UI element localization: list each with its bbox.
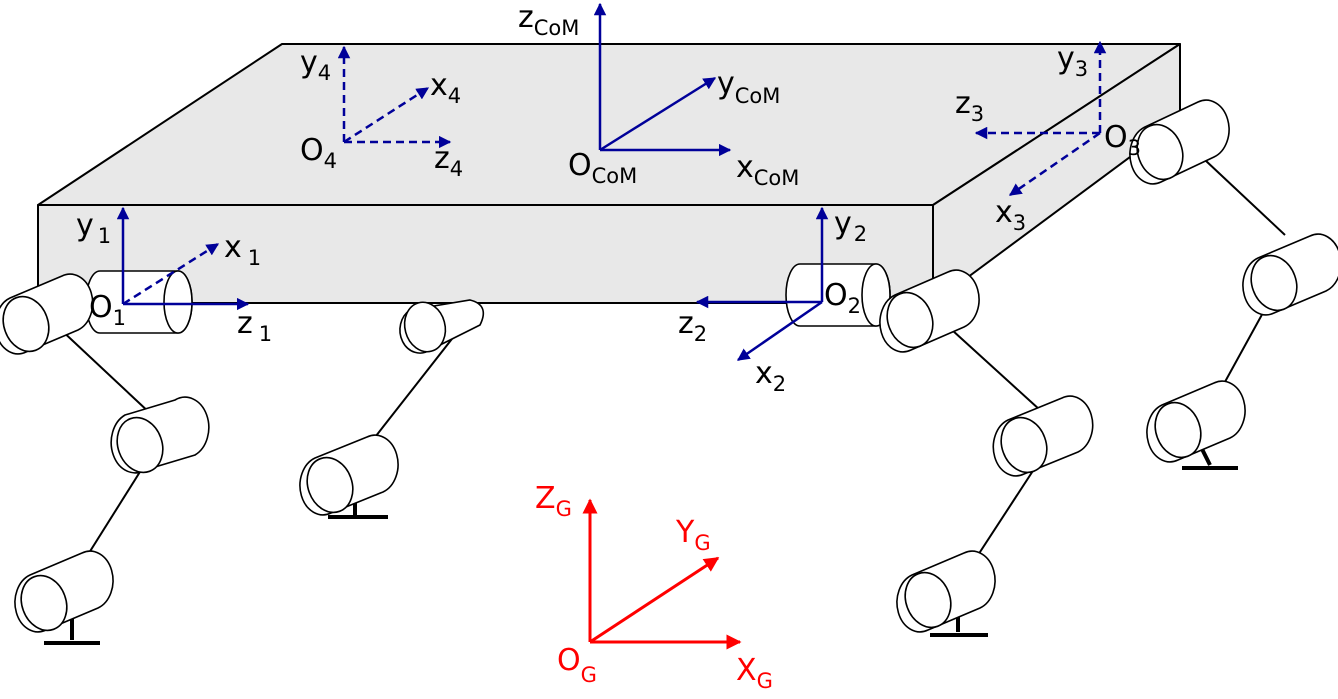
- ground-x-label: XG: [736, 653, 773, 693]
- com-y-axis: [599, 76, 717, 152]
- leg-3-joint-lower: [1146, 380, 1246, 463]
- robot-body: [37, 43, 1181, 304]
- leg-2-origin-label: O2: [824, 278, 861, 318]
- leg-2-frame: y2 z2 x2 O2: [678, 206, 867, 396]
- leg-2-z-label: z2: [678, 306, 707, 346]
- com-origin-label: OCoM: [568, 148, 637, 188]
- leg-3-x-axis: [1008, 131, 1101, 197]
- leg-3-origin-label: O3: [1104, 120, 1141, 160]
- leg-4: [299, 299, 485, 519]
- ground-frame: ZG YG XG OG: [535, 481, 773, 693]
- ground-z-label: ZG: [535, 481, 572, 521]
- leg-2-x-label: x2: [755, 356, 786, 396]
- com-y-label: yCoM: [717, 66, 780, 108]
- leg-3: [1129, 99, 1338, 470]
- leg-1-x-axis: [122, 242, 220, 306]
- leg-1-joint-mid: [110, 396, 210, 474]
- leg-3-y-label: y3: [1057, 41, 1088, 81]
- com-x-label: xCoM: [736, 150, 799, 190]
- leg-1-joint-lower: [14, 550, 114, 633]
- leg-3-joint-mid: [1242, 233, 1338, 316]
- leg-1-joint-upper: [0, 273, 94, 355]
- leg-4-joint-upper: [399, 299, 485, 354]
- leg-1: [0, 273, 210, 645]
- leg-4-z-label: z4: [434, 141, 463, 181]
- hip-joint-2: [785, 263, 891, 327]
- com-z-label: zCoM: [518, 0, 579, 40]
- leg-3-frame: y3 z3 x3 O3: [955, 40, 1141, 235]
- leg-1-origin-label: O1: [89, 290, 126, 330]
- leg-2-joint-lower: [896, 550, 996, 633]
- leg-4-origin-label: O4: [300, 133, 337, 173]
- leg-2-x-axis: [736, 300, 823, 362]
- ground-origin-label: OG: [557, 643, 597, 687]
- hip-joint-1: [85, 270, 193, 334]
- ground-y-label: YG: [675, 515, 711, 555]
- leg-4-joint-lower: [299, 434, 399, 516]
- leg-2: [879, 269, 1094, 637]
- leg-3-joint-upper: [1129, 99, 1230, 185]
- leg-3-x-label: x3: [995, 195, 1026, 235]
- leg-2-y-label: y2: [834, 206, 867, 246]
- leg-2-joint-mid: [992, 395, 1094, 477]
- leg-3-z-label: z3: [955, 86, 984, 126]
- leg-4-frame: y4 x4 z4 O4: [300, 45, 463, 181]
- leg-4-x-axis: [343, 86, 430, 144]
- com-frame: zCoM yCoM xCoM OCoM: [518, 0, 799, 190]
- ground-y-axis: [589, 556, 720, 644]
- leg-2-joint-upper: [879, 269, 980, 353]
- leg-4-y-label: y4: [300, 45, 331, 85]
- leg-4-x-label: x4: [430, 68, 461, 108]
